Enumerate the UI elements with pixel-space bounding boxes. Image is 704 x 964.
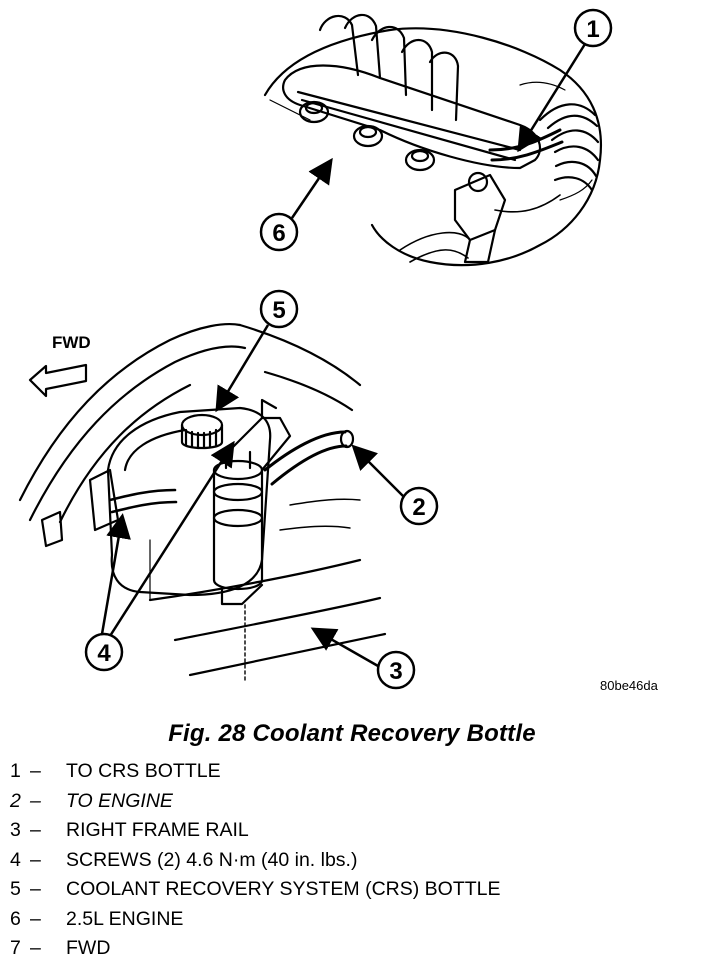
- legend-sep: –: [30, 878, 41, 901]
- legend-item-5: 5 – COOLANT RECOVERY SYSTEM (CRS) BOTTLE: [10, 875, 700, 905]
- legend-sep: –: [30, 937, 41, 960]
- legend-text: 2.5L ENGINE: [66, 907, 184, 930]
- legend-item-7: 7 – FWD: [10, 934, 700, 964]
- engine-drawing: [263, 13, 602, 267]
- callout-6: 6: [259, 157, 333, 252]
- fwd-arrow-icon: [28, 363, 88, 398]
- legend-text: SCREWS (2) 4.6 N·m (40 in. lbs.): [66, 848, 358, 871]
- callout-6-label: 6: [272, 220, 285, 247]
- legend: 1 – TO CRS BOTTLE 2 – TO ENGINE 3 – RIGH…: [10, 757, 700, 964]
- legend-item-6: 6 – 2.5L ENGINE: [10, 905, 700, 935]
- legend-num: 7: [10, 937, 21, 960]
- callout-2-label: 2: [412, 494, 425, 521]
- legend-sep: –: [30, 848, 41, 871]
- legend-sep: –: [30, 907, 41, 930]
- legend-sep: –: [30, 760, 41, 783]
- legend-item-3: 3 – RIGHT FRAME RAIL: [10, 816, 700, 846]
- legend-item-4: 4 – SCREWS (2) 4.6 N·m (40 in. lbs.): [10, 846, 700, 876]
- callout-3-label: 3: [389, 658, 402, 685]
- legend-text: TO CRS BOTTLE: [66, 760, 221, 783]
- callout-5: 5: [215, 289, 299, 413]
- callout-4-label: 4: [97, 640, 111, 667]
- figure-id: 80be46da: [600, 678, 658, 693]
- legend-num: 4: [10, 848, 21, 871]
- legend-item-2: 2 – TO ENGINE: [10, 787, 700, 817]
- legend-num: 3: [10, 819, 21, 842]
- legend-text: COOLANT RECOVERY SYSTEM (CRS) BOTTLE: [66, 878, 501, 901]
- legend-text: TO ENGINE: [66, 789, 173, 812]
- figure-caption: Fig. 28 Coolant Recovery Bottle: [168, 720, 536, 747]
- legend-num: 5: [10, 878, 21, 901]
- callout-5-label: 5: [272, 297, 285, 324]
- legend-text: FWD: [66, 937, 111, 960]
- compartment-drawing: [18, 322, 387, 681]
- legend-num: 2: [10, 789, 21, 812]
- callout-1-label: 1: [586, 16, 599, 43]
- callout-2: 2: [351, 444, 439, 526]
- callout-1: 1: [517, 8, 613, 153]
- fwd-indicator: FWD: [28, 333, 91, 398]
- legend-item-1: 1 – TO CRS BOTTLE: [10, 757, 700, 787]
- callout-4: 4: [84, 440, 235, 672]
- coolant-recovery-illustration: 1 6: [18, 8, 613, 690]
- legend-sep: –: [30, 789, 41, 812]
- legend-sep: –: [30, 819, 41, 842]
- legend-text: RIGHT FRAME RAIL: [66, 819, 249, 842]
- legend-num: 1: [10, 760, 21, 783]
- fwd-label: FWD: [52, 333, 91, 352]
- legend-num: 6: [10, 907, 21, 930]
- callout-3: 3: [310, 627, 416, 690]
